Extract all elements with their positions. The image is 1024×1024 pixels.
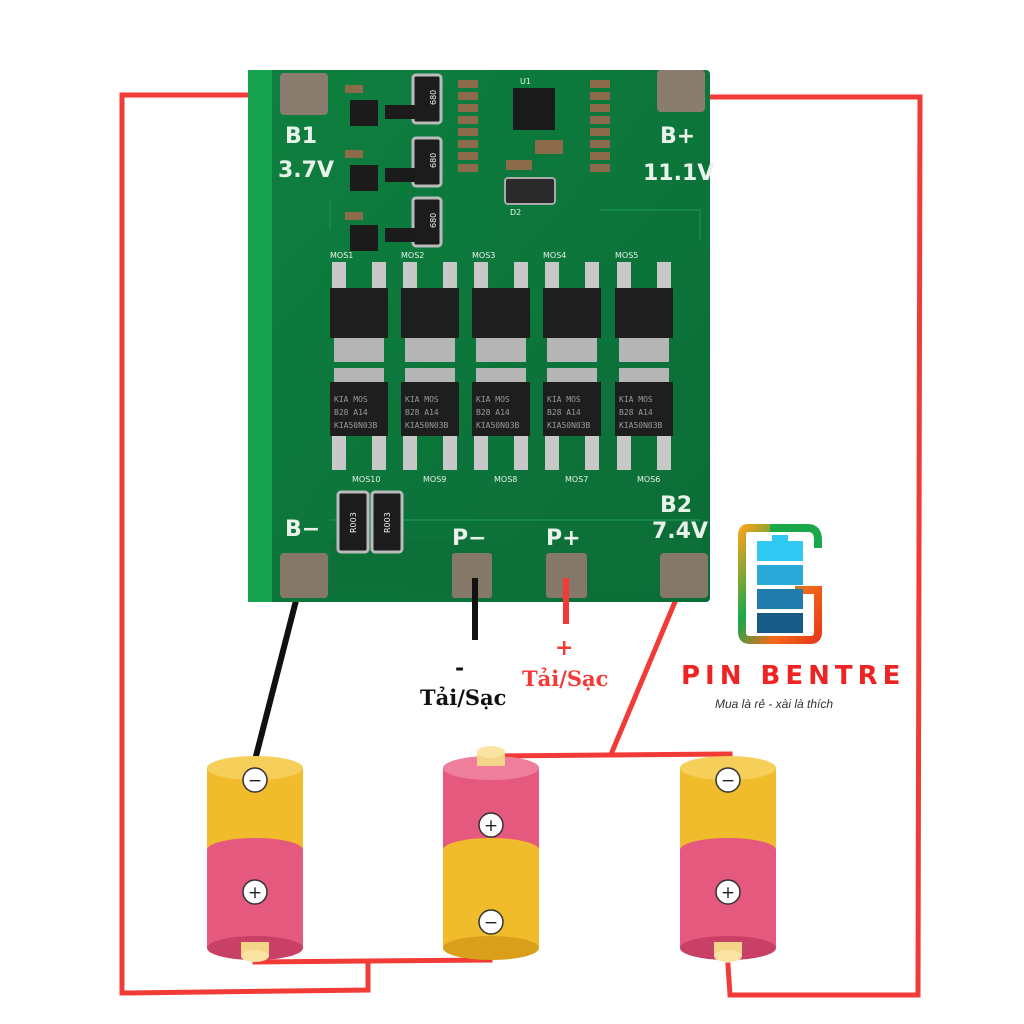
mosfet-marking: KIA50N03B	[619, 421, 663, 430]
svg-text:680: 680	[429, 213, 438, 228]
terminal-sign: −	[721, 771, 735, 791]
mosfet-marking: KIA MOS	[547, 395, 581, 404]
mos-label: MOS4	[543, 251, 566, 260]
load-plus-sign: +	[555, 635, 573, 661]
terminal-marker	[242, 767, 268, 793]
wire-b1	[119, 92, 371, 996]
label-b2: B2	[660, 493, 692, 518]
terminal-marker	[478, 909, 504, 935]
label-b1-voltage: 3.7V	[278, 158, 334, 183]
smd-components	[345, 80, 610, 251]
mosfet-marking: KIA50N03B	[547, 421, 591, 430]
terminal-marker	[715, 767, 741, 793]
mosfet-marking: B28 A14	[334, 408, 368, 417]
terminal-sign: +	[721, 883, 735, 903]
svg-text:D2: D2	[510, 208, 521, 217]
load-minus-label: Tải/Sạc	[420, 685, 506, 710]
load-plus-label: Tải/Sạc	[522, 666, 608, 691]
mos-label: MOS6	[637, 475, 660, 484]
mos-label: MOS8	[494, 475, 517, 484]
pad-bplus	[657, 70, 705, 112]
mosfet-marking: B28 A14	[476, 408, 510, 417]
pad-pminus	[452, 553, 492, 598]
pad-b2	[660, 553, 708, 598]
mos-label: MOS10	[352, 475, 380, 484]
wiring	[119, 92, 923, 998]
mosfet	[472, 262, 530, 362]
terminal-sign: −	[484, 913, 498, 933]
mosfet-marking: B28 A14	[547, 408, 581, 417]
bms-board: B1 3.7V B+ 11.1V B− P− P+ B2 7.4V 680 68…	[248, 70, 714, 602]
mosfet-marking: B28 A14	[619, 408, 653, 417]
battery-pack: −++−−+	[207, 746, 776, 962]
label-pplus: P+	[546, 526, 581, 551]
terminal-marker	[478, 812, 504, 838]
wire-b2	[608, 574, 689, 756]
svg-text:680: 680	[429, 90, 438, 105]
mosfet-marking: KIA MOS	[334, 395, 368, 404]
shunt-resistors: R003 R003	[336, 490, 404, 554]
mos-label: MOS1	[330, 251, 353, 260]
mosfet	[330, 262, 388, 362]
label-bminus: B−	[285, 517, 320, 542]
mosfet-marking: KIA50N03B	[405, 421, 449, 430]
mosfet-marking: KIA50N03B	[476, 421, 520, 430]
mosfet	[401, 262, 459, 362]
brand-name: PIN BENTRE	[681, 661, 905, 691]
mos-label: MOS2	[401, 251, 424, 260]
mosfet-marking: B28 A14	[405, 408, 439, 417]
brand-logo: PIN BENTRE Mua là rẻ - xài là thích	[681, 524, 905, 711]
mosfet	[615, 262, 673, 362]
pad-pplus	[546, 553, 587, 598]
load-minus-sign: -	[455, 655, 464, 681]
pad-b1	[280, 73, 328, 115]
label-b1: B1	[285, 124, 317, 149]
battery-2: +−	[443, 746, 539, 960]
mosfet-marking: KIA MOS	[619, 395, 653, 404]
mos-label: MOS5	[615, 251, 638, 260]
brand-slogan: Mua là rẻ - xài là thích	[715, 697, 833, 711]
svg-text:R003: R003	[349, 512, 358, 533]
terminal-marker	[715, 879, 741, 905]
mos-label: MOS7	[565, 475, 588, 484]
label-b2-voltage: 7.4V	[652, 519, 708, 544]
battery-3: −+	[680, 756, 776, 962]
label-bplus-voltage: 11.1V	[643, 161, 714, 186]
mos-label: MOS3	[472, 251, 495, 260]
mosfet	[543, 262, 601, 362]
battery-1: −+	[207, 756, 303, 962]
mosfet-marking: KIA50N03B	[334, 421, 378, 430]
mosfet-marking: KIA MOS	[476, 395, 510, 404]
terminal-sign: +	[248, 883, 262, 903]
mosfet-marking: KIA MOS	[405, 395, 439, 404]
terminal-marker	[242, 879, 268, 905]
wire-series-top	[492, 751, 733, 759]
wire-bplus	[680, 94, 923, 998]
wire-bminus	[252, 584, 303, 761]
wire-series-bottom	[252, 957, 493, 965]
svg-text:R003: R003	[383, 512, 392, 533]
terminal-sign: +	[484, 816, 498, 836]
diode-d2	[504, 177, 556, 205]
svg-text:U1: U1	[520, 77, 531, 86]
terminal-sign: −	[248, 771, 262, 791]
label-pminus: P−	[452, 526, 487, 551]
svg-text:680: 680	[429, 153, 438, 168]
mos-label: MOS9	[423, 475, 446, 484]
label-bplus: B+	[660, 124, 695, 149]
pad-bminus	[280, 553, 328, 598]
balance-resistors: 680 680 680	[411, 73, 443, 248]
protection-ic	[513, 88, 555, 130]
